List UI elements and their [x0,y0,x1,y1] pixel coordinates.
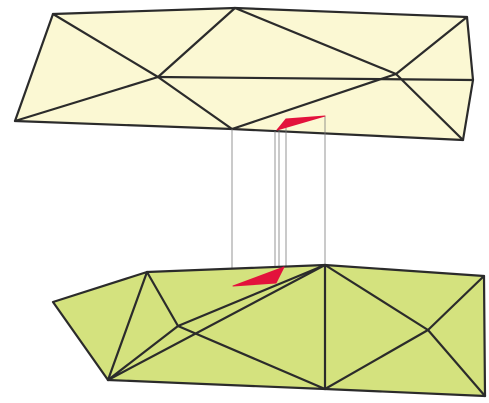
upper-edge [156,6,237,79]
lower-highlight-triangle [232,266,285,287]
upper-edge [13,75,160,123]
upper-surface-outline [13,6,475,142]
upper-highlight-triangle [276,115,326,131]
lower-edge [323,328,430,391]
projection-lines [231,116,326,287]
upper-edge [51,12,160,79]
lower-edge [323,263,430,332]
upper-edge [233,6,398,76]
lower-edge [426,328,487,398]
lower-edge [106,324,180,382]
lower-surface-outline [51,263,487,398]
lower-edge [106,263,327,382]
lower-edge [176,324,327,391]
upper-surface [13,6,475,142]
upper-edge [394,15,469,76]
upper-surface-edges [13,6,475,142]
lower-edge [106,270,149,382]
upper-edge [156,75,475,82]
lower-edge [145,270,180,328]
lower-surface-edges [106,263,487,398]
upper-edge [156,75,234,131]
upper-edge [394,72,465,142]
lower-edge [426,274,486,332]
lower-surface [51,263,487,398]
upper-edge [230,72,398,131]
lower-edge [176,263,327,328]
